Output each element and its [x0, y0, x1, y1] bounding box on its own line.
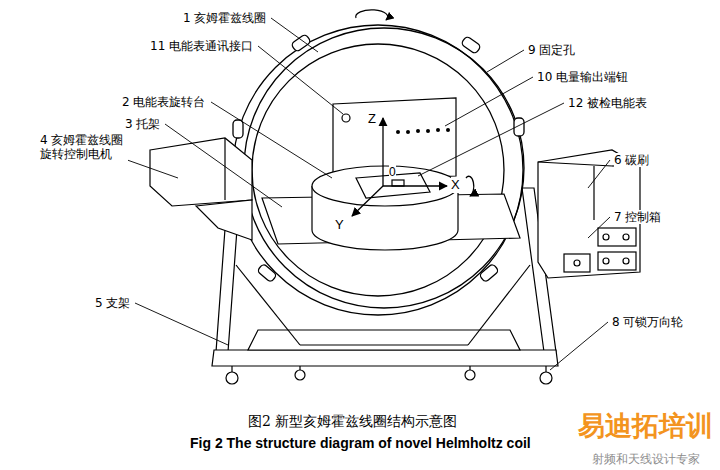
- brush-control-box: [623, 234, 629, 240]
- brush-control-box: [598, 228, 636, 246]
- callout-label: 2 电能表旋转台: [122, 95, 205, 109]
- figure-caption: 图2 新型亥姆霍兹线圈结构示意图: [248, 413, 457, 430]
- brush-control-box: [538, 162, 612, 166]
- coordinate-axes: [352, 118, 474, 216]
- caster-wheel: [226, 372, 238, 384]
- leader-line: [445, 77, 533, 126]
- callout-label: 1 亥姆霍兹线圈: [183, 11, 266, 25]
- brush-control-box: [603, 258, 609, 264]
- helmholtz-coil: [244, 28, 524, 308]
- leader-line: [550, 322, 608, 370]
- rotation-motor: [224, 138, 225, 200]
- meter-panel: [416, 129, 420, 133]
- callout-label: 12 被检电能表: [568, 96, 647, 110]
- leader-line: [116, 18, 610, 370]
- brush-control-box: [623, 258, 629, 264]
- caster-wheel: [545, 366, 546, 372]
- coordinate-axes: [382, 118, 383, 186]
- coordinate-axes: [352, 186, 383, 216]
- watermark-subtitle: 射频和天线设计专家: [592, 452, 700, 466]
- helmholtz-coil: [257, 263, 277, 282]
- helmholtz-coil: [461, 36, 481, 55]
- brush-control-box: [603, 234, 609, 240]
- callout-label: 6 碳刷: [614, 153, 649, 167]
- brush-control-box: [593, 166, 594, 220]
- leader-line: [211, 102, 332, 178]
- leader-line: [135, 303, 228, 345]
- meter-panel: [406, 130, 410, 134]
- coil-rotate-arrow: [356, 10, 388, 20]
- leader-line: [588, 160, 610, 188]
- meter-panel: [426, 129, 430, 133]
- callout-label: 3 托架: [125, 117, 160, 131]
- rotating-table: [312, 166, 458, 206]
- brush-control-box: [598, 252, 636, 270]
- helmholtz-coil: [233, 25, 523, 315]
- figure-caption-en: Fig 2 The structure diagram of novel Hel…: [190, 435, 531, 452]
- meter-panel: [342, 114, 350, 122]
- helmholtz-coil: [291, 34, 311, 53]
- watermark: 易迪拓培训: [578, 410, 713, 442]
- callout-label: 8 可锁万向轮: [612, 315, 683, 329]
- callout-label: 7 控制箱: [614, 210, 661, 224]
- axis-label: Z: [368, 111, 376, 127]
- rotating-table: [312, 166, 458, 250]
- meter-panel: [396, 130, 400, 134]
- callout-label: 11 电能表通讯接口: [150, 39, 253, 53]
- leader-line: [258, 46, 343, 114]
- callout-label: 9 固定孔: [528, 43, 575, 57]
- rotation-motor: [196, 200, 252, 240]
- caster-wheel: [295, 370, 305, 380]
- brush-control-box: [574, 260, 580, 266]
- caster-wheel: [226, 366, 552, 384]
- meter-panel: [396, 128, 450, 134]
- coordinate-axes: [466, 176, 474, 196]
- leader-line: [588, 217, 610, 238]
- axis-label: 0: [389, 165, 396, 179]
- leader-line: [487, 50, 524, 72]
- leader-line: [271, 18, 318, 52]
- meter-panel: [446, 128, 450, 132]
- support-frame: [300, 344, 468, 345]
- axis-label: X: [451, 177, 460, 193]
- callout-label: 10 电量输出端钮: [537, 70, 628, 84]
- callout-label: 4 亥姆霍兹线圈 旋转控制电机: [40, 133, 128, 162]
- coil-rotate-arrow: [356, 10, 388, 20]
- support-frame: [248, 330, 520, 350]
- caster-wheel: [465, 370, 475, 380]
- brush-control-box: [564, 254, 590, 272]
- caster-wheel: [540, 372, 552, 384]
- rotation-motor: [150, 138, 252, 240]
- helmholtz-coil: [252, 44, 504, 296]
- meter-panel: [436, 128, 440, 132]
- support-frame: [468, 265, 530, 345]
- helmholtz-coil: [233, 120, 243, 138]
- caster-wheel: [469, 366, 470, 370]
- meter-under-test: [392, 180, 404, 186]
- leader-line: [418, 103, 564, 176]
- axis-label: Y: [335, 217, 344, 233]
- helmholtz-coil: [479, 263, 499, 282]
- coordinate-axes: [383, 185, 447, 186]
- leader-line: [165, 124, 282, 207]
- support-frame: [212, 350, 558, 366]
- helmholtz-coil: [233, 25, 524, 315]
- caster-wheel: [231, 366, 232, 372]
- callout-label: 5 支架: [95, 296, 130, 310]
- rotation-motor: [150, 138, 252, 206]
- caster-wheel: [299, 366, 300, 370]
